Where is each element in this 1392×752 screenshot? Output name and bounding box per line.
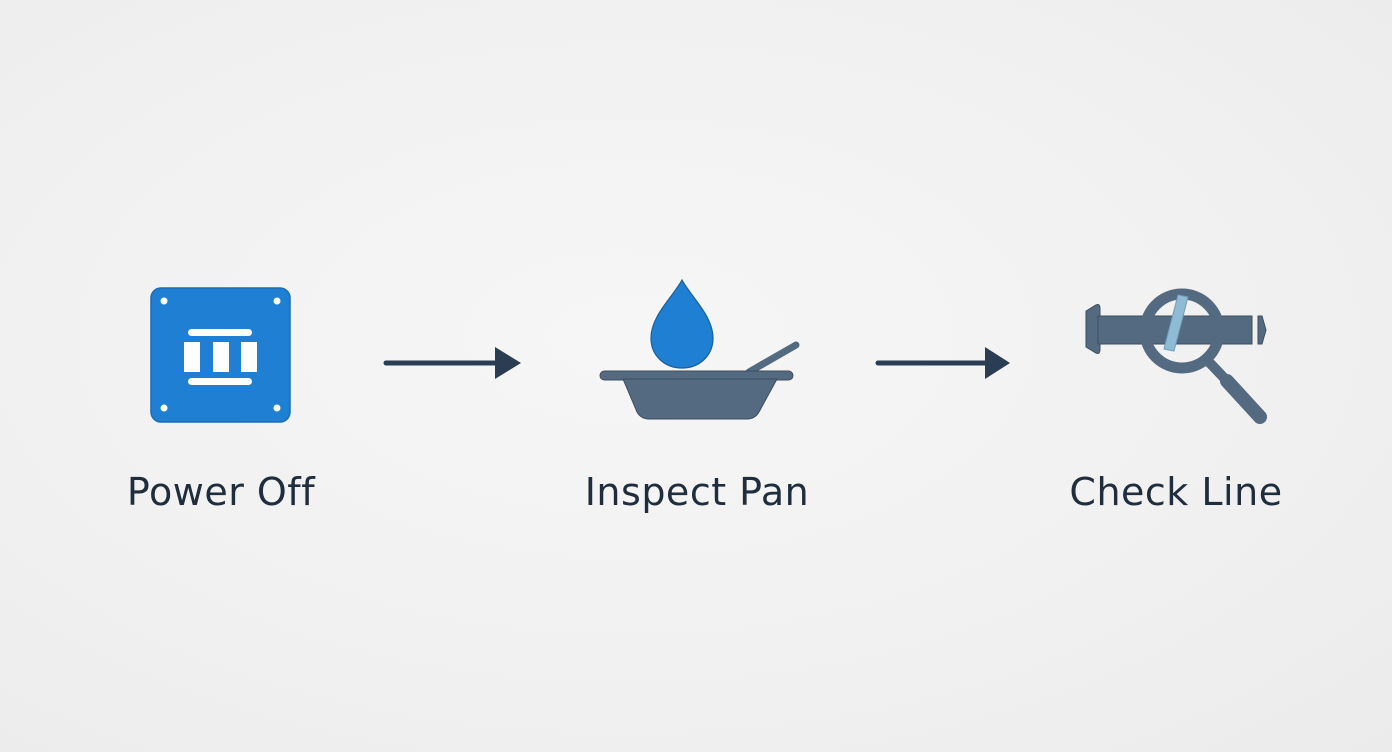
step-label: Inspect Pan — [584, 470, 810, 514]
drain-pan-water-drop-icon — [599, 278, 800, 420]
arrow-right-icon — [383, 347, 521, 379]
step-label: Check Line — [1069, 470, 1283, 514]
pipe-magnifier-icon — [1085, 288, 1267, 424]
power-switch-icon — [150, 287, 291, 423]
step-label: Power Off — [126, 470, 316, 514]
arrow-right-icon — [875, 347, 1010, 379]
